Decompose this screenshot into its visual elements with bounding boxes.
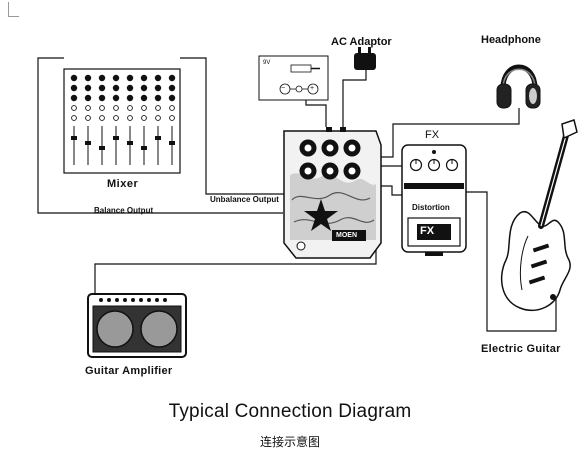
- mixer-channel-strip: [84, 74, 92, 165]
- diagram-subcaption: 连接示意图: [259, 435, 320, 449]
- balance-output-wire: [37, 57, 283, 214]
- mixer-channel-strip: [70, 74, 78, 165]
- mixer: [63, 68, 181, 174]
- connection-wires: [37, 57, 557, 332]
- fx-knob: [409, 158, 423, 172]
- fx-pedal: [401, 144, 467, 256]
- ac-adaptor: [354, 47, 376, 70]
- electric-guitar: [500, 119, 578, 311]
- amp-knob: [155, 298, 159, 302]
- mixer-label: Mixer: [107, 178, 139, 190]
- mixer-channel-strip: [112, 74, 120, 165]
- amp-knob: [139, 298, 143, 302]
- mixer-channel-strip: [126, 74, 134, 165]
- amp-knob: [131, 298, 135, 302]
- amp-knob: [147, 298, 151, 302]
- polarity-minus-label: −: [281, 85, 286, 92]
- fx-badge-label: FX: [420, 225, 435, 237]
- unbalance-output-label: Unbalance Output: [210, 195, 279, 204]
- headphone: [496, 64, 541, 109]
- guitar-amplifier-label: Guitar Amplifier: [85, 365, 173, 377]
- pedal-knob: [299, 139, 317, 157]
- fx-return-wire: [377, 185, 402, 196]
- electric-guitar-label: Electric Guitar: [481, 343, 561, 355]
- headphone-wire: [380, 108, 520, 158]
- amp-knob: [107, 298, 111, 302]
- pedal-brand-label: MOEN: [336, 232, 357, 239]
- pedal-knob: [343, 162, 361, 180]
- amp-knob: [123, 298, 127, 302]
- main-pedal: [283, 127, 382, 259]
- unbalance-output-wire: [180, 57, 284, 195]
- mixer-channel-strip: [98, 74, 106, 165]
- distortion-label: Distortion: [412, 203, 450, 212]
- amp-knob: [163, 298, 167, 302]
- brand-plate: [332, 230, 366, 241]
- balance-output-label: Balance Output: [94, 206, 154, 215]
- mixer-channel-strip: [140, 74, 148, 165]
- ac-adaptor-label: AC Adaptor: [331, 36, 392, 48]
- pedal-knob: [321, 162, 339, 180]
- corner-crop-mark: [8, 2, 19, 17]
- polarity-plus-label: +: [310, 85, 315, 92]
- amp-knob: [99, 298, 103, 302]
- guitar-amplifier: [87, 293, 187, 358]
- headphone-label: Headphone: [481, 34, 541, 46]
- power-spec-label: 9V: [263, 60, 271, 66]
- amp-knob: [115, 298, 119, 302]
- guitar-wire: [466, 191, 557, 332]
- pedal-knob: [299, 162, 317, 180]
- mixer-channel-strip: [168, 74, 176, 165]
- mixer-channel-strip: [154, 74, 162, 165]
- pedal-knob: [343, 139, 361, 157]
- fx-knob: [445, 158, 459, 172]
- star-logo: [304, 199, 338, 231]
- ac-adaptor-wire: [342, 66, 367, 127]
- diagram-caption: Typical Connection Diagram: [168, 401, 412, 422]
- fx-label: FX: [425, 129, 440, 141]
- power-spec-box: [258, 55, 329, 101]
- pedal-knob: [321, 139, 339, 157]
- fx-knob: [427, 158, 441, 172]
